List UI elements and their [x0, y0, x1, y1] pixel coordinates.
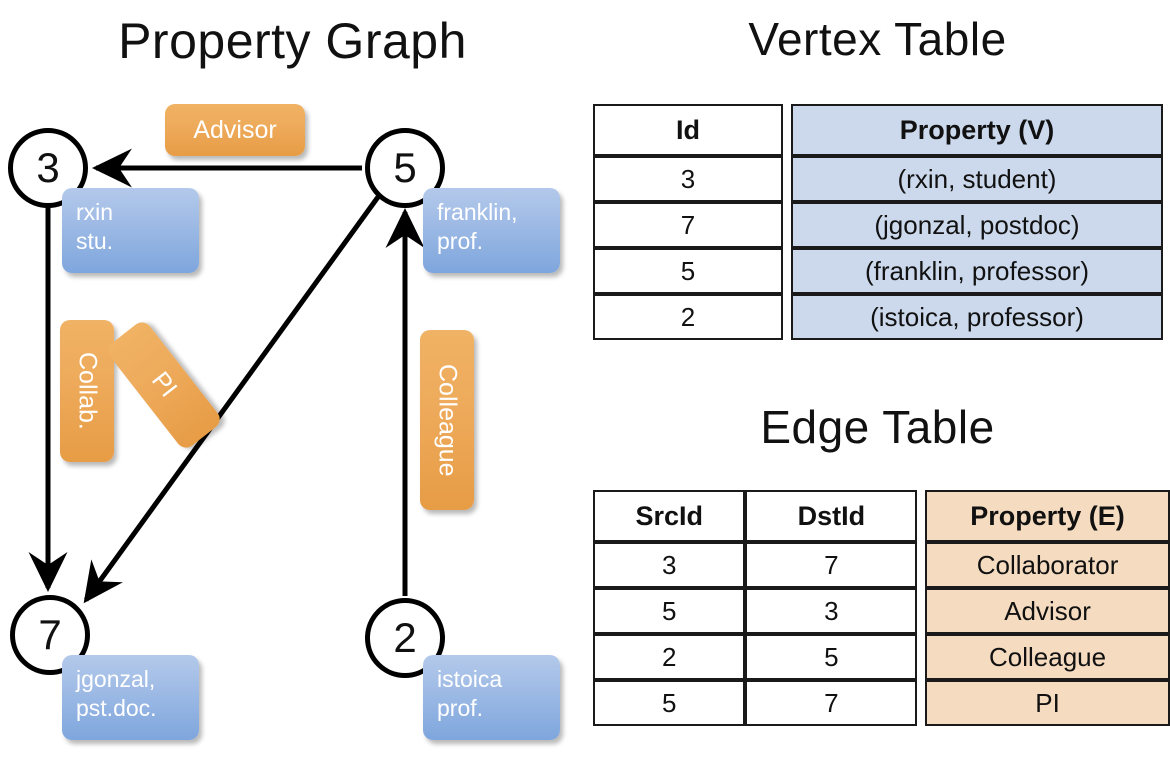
vertex-table-col-id: Id [593, 104, 783, 156]
page-title-edge-table: Edge Table [760, 401, 995, 453]
vertex-property-callout-istoica[interactable]: istoica prof. [423, 655, 560, 740]
table-row[interactable]: 5 3 Advisor [593, 588, 1170, 634]
vertex-row-2-id: 5 [593, 248, 783, 294]
edge-property-callout-collab[interactable]: Collab. [60, 320, 114, 462]
graph-node-3-label: 3 [36, 144, 60, 191]
vertex-row-2-gap [783, 248, 791, 294]
table-row[interactable]: 5 (franklin, professor) [593, 248, 1163, 294]
vertex-row-3-id: 2 [593, 294, 783, 340]
edge-row-0-dst: 7 [745, 542, 918, 588]
edge-property-callout-advisor[interactable]: Advisor [165, 104, 305, 156]
vertex-property-callout-jgonzal[interactable]: jgonzal, pst.doc. [62, 655, 199, 740]
vertex-property-istoica-line1: istoica [437, 666, 503, 692]
edge-table-col-dstid: DstId [745, 490, 918, 542]
edge-property-advisor-text: Advisor [193, 115, 277, 144]
edge-property-collab-text: Collab. [73, 352, 102, 430]
edge-line-5-to-7 [83, 195, 381, 604]
edge-table-col-property: Property (E) [925, 490, 1170, 542]
edge-row-3-property: PI [925, 680, 1170, 726]
graph-node-2-label: 2 [393, 614, 417, 661]
vertex-property-franklin-line1: franklin, [437, 199, 518, 225]
edge-row-1-gap [917, 588, 925, 634]
vertex-row-1-gap [783, 202, 791, 248]
vertex-row-2-property: (franklin, professor) [791, 248, 1163, 294]
table-row[interactable]: 5 7 PI [593, 680, 1170, 726]
edge-table: SrcId DstId Property (E) 3 7 Collaborato… [593, 490, 1170, 726]
vertex-row-0-property: (rxin, student) [791, 156, 1163, 202]
edge-row-3-src: 5 [593, 680, 746, 726]
edge-row-2-src: 2 [593, 634, 746, 680]
graph-node-5-label: 5 [393, 144, 417, 191]
page-title-property-graph: Property Graph [118, 13, 467, 69]
table-row[interactable]: 3 (rxin, student) [593, 156, 1163, 202]
edge-row-0-property: Collaborator [925, 542, 1170, 588]
edge-row-2-dst: 5 [745, 634, 918, 680]
vertex-row-0-id: 3 [593, 156, 783, 202]
vertex-property-istoica-line2: prof. [437, 694, 484, 721]
edge-row-1-dst: 3 [745, 588, 918, 634]
edge-table-column-gap [917, 490, 925, 542]
property-graph-diagram: 3 5 7 2 rxin stu. franklin, prof. jgonza… [8, 104, 560, 740]
edge-row-0-src: 3 [593, 542, 746, 588]
vertex-row-0-gap [783, 156, 791, 202]
edge-row-2-property: Colleague [925, 634, 1170, 680]
vertex-row-1-id: 7 [593, 202, 783, 248]
table-row[interactable]: 2 5 Colleague [593, 634, 1170, 680]
edge-property-callout-colleague[interactable]: Colleague [420, 330, 474, 510]
graph-edge-lines [28, 148, 425, 604]
vertex-property-rxin-line1: rxin [76, 199, 114, 225]
edge-row-3-dst: 7 [745, 680, 918, 726]
vertex-row-1-property: (jgonzal, postdoc) [791, 202, 1163, 248]
vertex-row-3-gap [783, 294, 791, 340]
vertex-property-rxin-line2: stu. [76, 227, 114, 254]
graph-node-5[interactable]: 5 [365, 128, 445, 208]
graph-node-7-label: 7 [38, 611, 62, 658]
table-row[interactable]: 2 (istoica, professor) [593, 294, 1163, 340]
graph-node-2[interactable]: 2 [365, 598, 445, 678]
table-row[interactable]: 7 (jgonzal, postdoc) [593, 202, 1163, 248]
edge-row-3-gap [917, 680, 925, 726]
vertex-property-franklin-line2: prof. [437, 227, 484, 254]
edge-property-colleague-text: Colleague [433, 363, 462, 477]
vertex-table-col-property: Property (V) [791, 104, 1163, 156]
edge-row-1-src: 5 [593, 588, 746, 634]
vertex-property-jgonzal-line2: pst.doc. [76, 694, 157, 721]
vertex-row-3-property: (istoica, professor) [791, 294, 1163, 340]
vertex-table-column-gap [783, 104, 791, 156]
vertex-property-jgonzal-line1: jgonzal, [76, 666, 156, 692]
edge-table-header-row: SrcId DstId Property (E) [593, 490, 1170, 542]
vertex-property-callout-franklin[interactable]: franklin, prof. [423, 188, 560, 273]
vertex-table-header-row: Id Property (V) [593, 104, 1163, 156]
vertex-property-callout-rxin[interactable]: rxin stu. [62, 188, 199, 273]
edge-row-2-gap [917, 634, 925, 680]
edge-table-col-srcid: SrcId [593, 490, 746, 542]
vertex-table: Id Property (V) 3 (rxin, student) 7 (jgo… [593, 104, 1163, 340]
edge-row-0-gap [917, 542, 925, 588]
table-row[interactable]: 3 7 Collaborator [593, 542, 1170, 588]
edge-row-1-property: Advisor [925, 588, 1170, 634]
page-title-vertex-table: Vertex Table [748, 13, 1007, 65]
